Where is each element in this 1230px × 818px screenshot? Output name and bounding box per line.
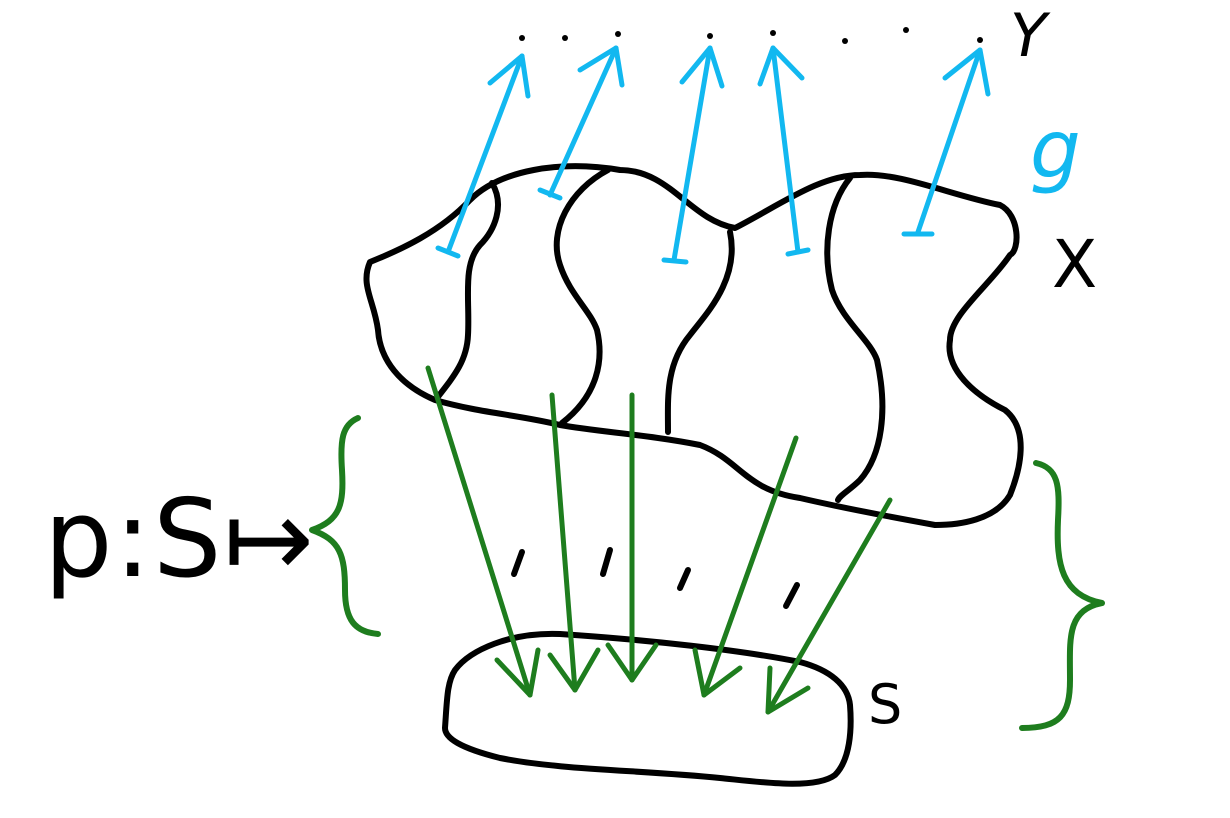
y-point xyxy=(707,33,713,39)
y-point xyxy=(903,27,909,33)
right-brace xyxy=(1019,460,1105,731)
y-point xyxy=(615,31,621,37)
tick-mark xyxy=(783,582,800,609)
tick-mark xyxy=(677,567,691,591)
label-y: Y xyxy=(1010,1,1047,71)
projection-arrow xyxy=(425,365,541,698)
section-arrow xyxy=(757,45,811,257)
projection-arrow xyxy=(765,497,893,715)
label-g: g xyxy=(1030,103,1081,196)
space-y-points xyxy=(519,27,983,44)
section-arrow xyxy=(901,47,991,237)
section-g-arrows xyxy=(435,45,991,265)
section-arrow xyxy=(661,45,725,265)
fiber-divider-1 xyxy=(434,180,501,401)
fiber-divider-2 xyxy=(553,167,611,426)
label-x: X xyxy=(1052,226,1098,303)
label-p-map: p:S↦ xyxy=(44,477,316,602)
y-point xyxy=(770,30,776,36)
tick-mark xyxy=(600,547,613,577)
projection-arrows xyxy=(425,365,893,715)
y-point xyxy=(842,38,848,44)
projection-arrow xyxy=(692,435,799,698)
left-brace xyxy=(309,415,381,637)
fiber-tick-marks xyxy=(511,547,800,609)
y-point xyxy=(519,35,525,41)
projection-arrow xyxy=(605,392,659,683)
space-x-outline xyxy=(363,163,1024,528)
section-arrow xyxy=(537,45,625,201)
section-arrow xyxy=(435,53,531,259)
space-s-outline xyxy=(442,630,854,787)
fiber-divider-4 xyxy=(824,175,886,503)
tick-mark xyxy=(511,549,525,577)
label-s: S xyxy=(868,673,903,736)
projection-arrow xyxy=(547,392,601,693)
fiber-divider-3 xyxy=(664,229,735,435)
y-point xyxy=(562,35,568,41)
y-point xyxy=(977,37,983,43)
